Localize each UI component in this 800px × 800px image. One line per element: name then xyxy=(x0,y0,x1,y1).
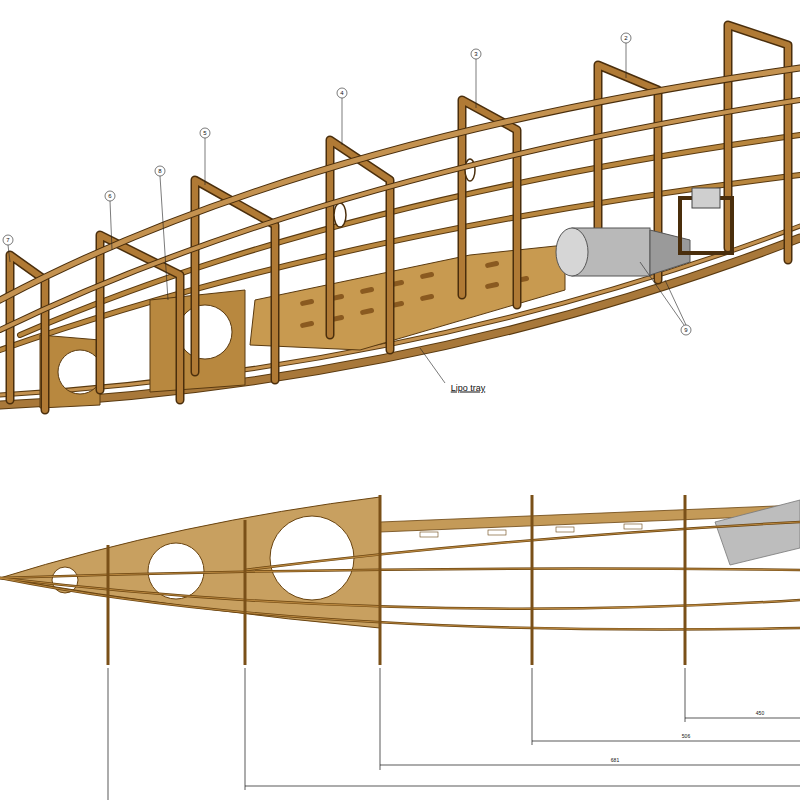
callout-number: 5 xyxy=(203,130,206,136)
callout-number: 9 xyxy=(684,327,687,333)
callout-number: 8 xyxy=(158,168,161,174)
callout-number: 7 xyxy=(6,237,9,243)
callout-number: 2 xyxy=(624,35,627,41)
callout-number: 3 xyxy=(474,51,477,57)
dimension-value: 506 xyxy=(681,734,691,739)
part-label: Lipo tray xyxy=(450,384,487,393)
callout-number: 4 xyxy=(340,90,343,96)
dimension-value: 450 xyxy=(755,711,765,716)
dimension-value: 681 xyxy=(610,758,620,763)
callout-number: 6 xyxy=(108,193,111,199)
